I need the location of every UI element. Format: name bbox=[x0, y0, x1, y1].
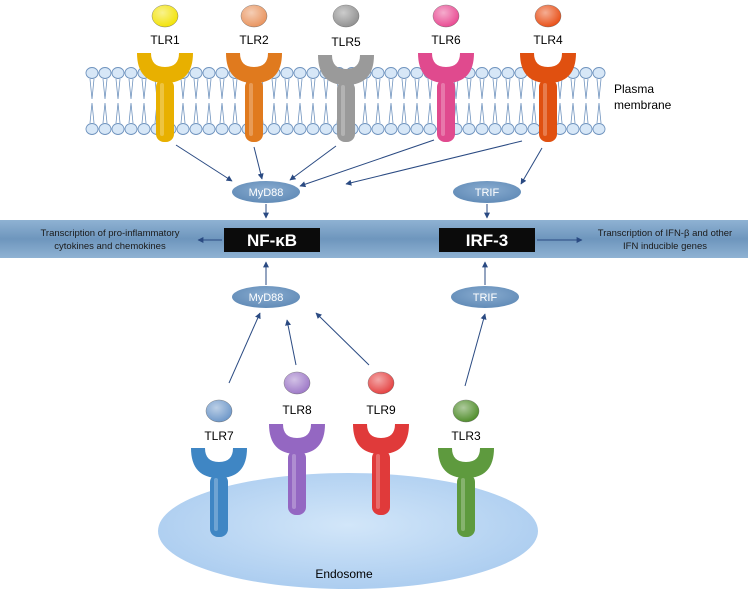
arrow-tlr2-myd88 bbox=[253, 146, 264, 180]
tlr4-ligand-shine bbox=[535, 5, 561, 27]
nfkb-box bbox=[224, 228, 320, 252]
myd88-bottom-label: MyD88 bbox=[249, 292, 284, 304]
tlr1-stem-highlight bbox=[160, 83, 164, 136]
myd88-top-label: MyD88 bbox=[249, 187, 284, 199]
tlr1-label: TLR1 bbox=[150, 33, 180, 47]
tlr5-ectodomain bbox=[318, 55, 374, 85]
myd88-bottom-oval bbox=[232, 286, 300, 308]
tlr3-ectodomain bbox=[438, 448, 494, 478]
membrane-label-line2: membrane bbox=[614, 98, 672, 112]
tlr4-ectodomain bbox=[520, 53, 576, 83]
trif-top-oval bbox=[453, 181, 521, 203]
tlr7-ligand-shine bbox=[206, 400, 232, 422]
trif-top-label: TRIF bbox=[475, 187, 500, 199]
tlr9-ectodomain bbox=[353, 424, 409, 454]
tlr2-stem-highlight bbox=[249, 83, 253, 136]
tlr9-stem bbox=[372, 450, 390, 515]
tlr8-stem-highlight bbox=[292, 454, 296, 509]
arrow-tlr7-myd88 bbox=[228, 312, 261, 384]
tlr7-stem-highlight bbox=[214, 478, 218, 531]
membrane-label-line1: Plasma bbox=[614, 82, 654, 96]
tlr3-stem-highlight bbox=[461, 478, 465, 531]
tlr7-receptor: TLR7 bbox=[191, 399, 247, 537]
output-left-line1: Transcription of pro-inflammatory bbox=[40, 228, 179, 239]
tlr1-receptor: TLR1 bbox=[137, 4, 193, 142]
tlr5-label: TLR5 bbox=[331, 35, 361, 49]
tlr6-stem-highlight bbox=[441, 83, 445, 136]
tlr5-stem-highlight bbox=[341, 85, 345, 136]
tlr6-stem bbox=[437, 79, 455, 142]
irf3-box bbox=[439, 228, 535, 252]
tlr8-stem bbox=[288, 450, 306, 515]
tlr9-receptor: TLR9 bbox=[353, 371, 409, 515]
tlr6-ectodomain bbox=[418, 53, 474, 83]
tlr9-ligand-shine bbox=[368, 372, 394, 394]
tlr8-receptor: TLR8 bbox=[269, 371, 325, 515]
signal-arrows bbox=[175, 139, 583, 387]
tlr8-ectodomain bbox=[269, 424, 325, 454]
tlr2-label: TLR2 bbox=[239, 33, 269, 47]
tlr6-ligand-shine bbox=[433, 5, 459, 27]
tlr1-stem bbox=[156, 79, 174, 142]
output-right-line1: Transcription of IFN-β and other bbox=[598, 228, 732, 239]
arrow-tlr4-myd88 bbox=[345, 140, 523, 186]
tlr6-label: TLR6 bbox=[431, 33, 461, 47]
tlr2-receptor: TLR2 bbox=[226, 4, 282, 142]
arrow-tlr5-myd88 bbox=[289, 145, 337, 181]
tlr2-ectodomain bbox=[226, 53, 282, 83]
irf3-label: IRF-3 bbox=[466, 231, 509, 250]
arrow-tlr4-trif bbox=[520, 147, 543, 185]
tlr9-label: TLR9 bbox=[366, 403, 396, 417]
tlr7-label: TLR7 bbox=[204, 429, 234, 443]
tlr1-ligand-shine bbox=[152, 5, 178, 27]
nfkb-label: NF-κB bbox=[247, 231, 297, 250]
endosome bbox=[158, 473, 538, 589]
tlr3-label: TLR3 bbox=[451, 429, 481, 443]
tlr2-stem bbox=[245, 79, 263, 142]
tlr5-ligand-shine bbox=[333, 5, 359, 27]
tlr6-receptor: TLR6 bbox=[418, 4, 474, 142]
tlr5-stem bbox=[337, 81, 355, 142]
arrow-tlr9-myd88 bbox=[315, 312, 370, 366]
tlr8-label: TLR8 bbox=[282, 403, 312, 417]
tlr3-receptor: TLR3 bbox=[438, 399, 494, 537]
tlr5-receptor: TLR5 bbox=[318, 4, 374, 142]
signaling-band bbox=[0, 220, 748, 258]
tlr9-stem-highlight bbox=[376, 454, 380, 509]
tlr7-stem bbox=[210, 474, 228, 537]
tlr4-stem-highlight bbox=[543, 83, 547, 136]
tlr1-ectodomain bbox=[137, 53, 193, 83]
tlr2-ligand-shine bbox=[241, 5, 267, 27]
arrow-tlr6-myd88 bbox=[299, 139, 435, 188]
tlr3-stem bbox=[457, 474, 475, 537]
tlr8-ligand-shine bbox=[284, 372, 310, 394]
arrow-tlr3-trif bbox=[464, 313, 487, 387]
tlr4-label: TLR4 bbox=[533, 33, 563, 47]
tlr7-ectodomain bbox=[191, 448, 247, 478]
endosome-label: Endosome bbox=[315, 567, 373, 581]
tlr4-stem bbox=[539, 79, 557, 142]
output-left-line2: cytokines and chemokines bbox=[54, 241, 166, 252]
output-right-line2: IFN inducible genes bbox=[623, 241, 707, 252]
trif-bottom-oval bbox=[451, 286, 519, 308]
tlr4-receptor: TLR4 bbox=[520, 4, 576, 142]
trif-bottom-label: TRIF bbox=[473, 292, 498, 304]
myd88-top-oval bbox=[232, 181, 300, 203]
tlr3-ligand-shine bbox=[453, 400, 479, 422]
arrow-tlr8-myd88 bbox=[285, 319, 297, 366]
arrow-tlr1-myd88 bbox=[175, 144, 233, 182]
